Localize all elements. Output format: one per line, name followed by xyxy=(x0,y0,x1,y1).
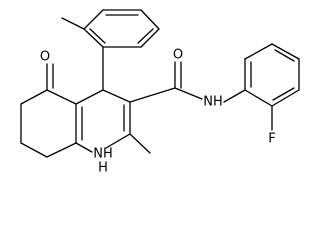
fluorophenyl-ring xyxy=(244,43,300,131)
bond-double-inner xyxy=(272,87,295,101)
bond xyxy=(223,89,246,103)
tolyl-ring xyxy=(61,9,160,48)
ring-nh-label: NH xyxy=(93,147,113,162)
bond xyxy=(129,87,176,103)
bond xyxy=(140,9,160,30)
bond xyxy=(102,89,131,103)
bond xyxy=(46,89,77,105)
bond xyxy=(244,43,273,60)
methyl-bond xyxy=(129,133,151,154)
bond-double-inner xyxy=(89,28,106,44)
bond xyxy=(271,89,300,107)
bond xyxy=(20,142,48,158)
bond xyxy=(75,89,104,105)
fluorine-label: F xyxy=(268,132,275,147)
carboxamide-group xyxy=(129,61,246,103)
ring-nh-hydrogen-label: H xyxy=(98,161,108,176)
ketone-oxygen-label: O xyxy=(40,50,50,65)
bond xyxy=(174,87,203,100)
dihydropyridine-ring xyxy=(75,89,131,153)
amide-nh-label: NH xyxy=(203,95,223,110)
cyclohexanone-ring xyxy=(20,63,77,158)
bond xyxy=(244,89,273,107)
bond xyxy=(20,89,48,105)
bond xyxy=(83,9,104,30)
bond xyxy=(75,142,93,153)
chemical-structure-diagram: O O NH NH H F xyxy=(20,9,300,176)
methyl-bond xyxy=(61,17,85,30)
bond xyxy=(105,133,131,149)
bond xyxy=(140,28,160,48)
bond-double-inner xyxy=(274,49,295,62)
bond xyxy=(271,43,300,60)
bond xyxy=(46,142,77,158)
bond xyxy=(83,28,104,48)
amide-oxygen-label: O xyxy=(173,48,183,63)
bond-double-inner xyxy=(137,28,154,44)
